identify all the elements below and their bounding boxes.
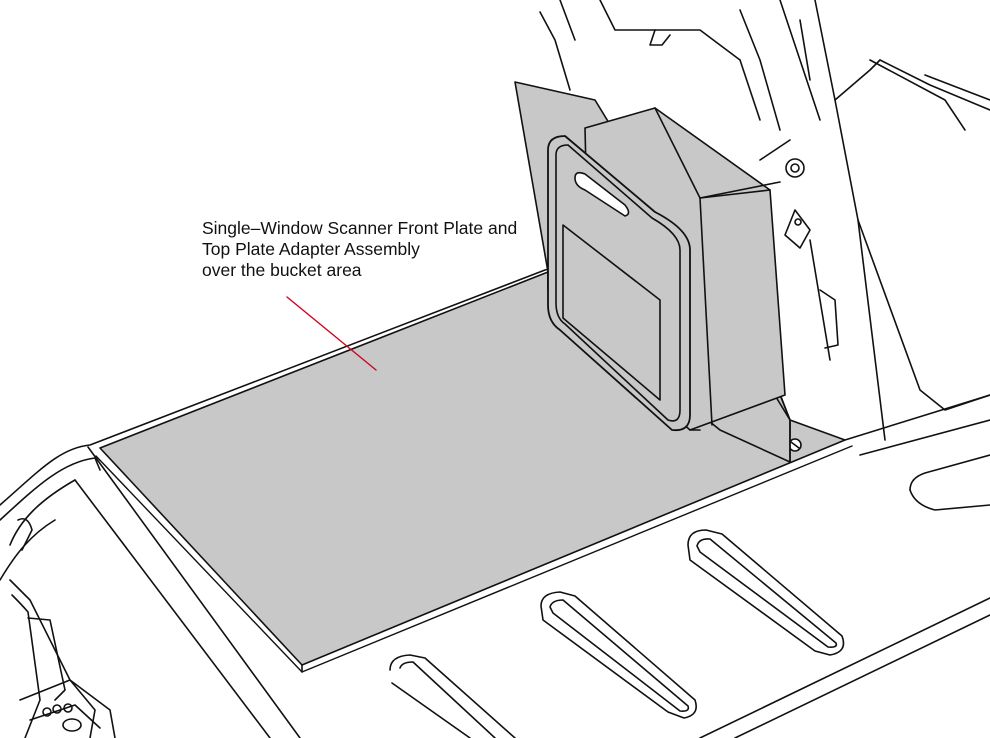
button-icon: [63, 703, 73, 713]
end-display: [9, 517, 116, 738]
scale-icon: [62, 718, 82, 732]
scanner-window: [547, 135, 691, 432]
callout-label: Single–Window Scanner Front Plate and To…: [202, 218, 517, 281]
callout-line-3: over the bucket area: [202, 260, 362, 280]
counter-grooves: [389, 529, 845, 738]
button-icon: [42, 707, 52, 717]
counter-recess: [909, 454, 990, 511]
callout-line-1: Single–Window Scanner Front Plate and: [202, 218, 518, 238]
button-icon: [52, 704, 62, 714]
window-handle-slot: [574, 171, 630, 217]
callout-leader-line: [286, 296, 377, 371]
counter-body: [0, 254, 990, 738]
upper-mechanism: [539, 0, 990, 441]
callout-line-2: Top Plate Adapter Assembly: [202, 239, 420, 259]
